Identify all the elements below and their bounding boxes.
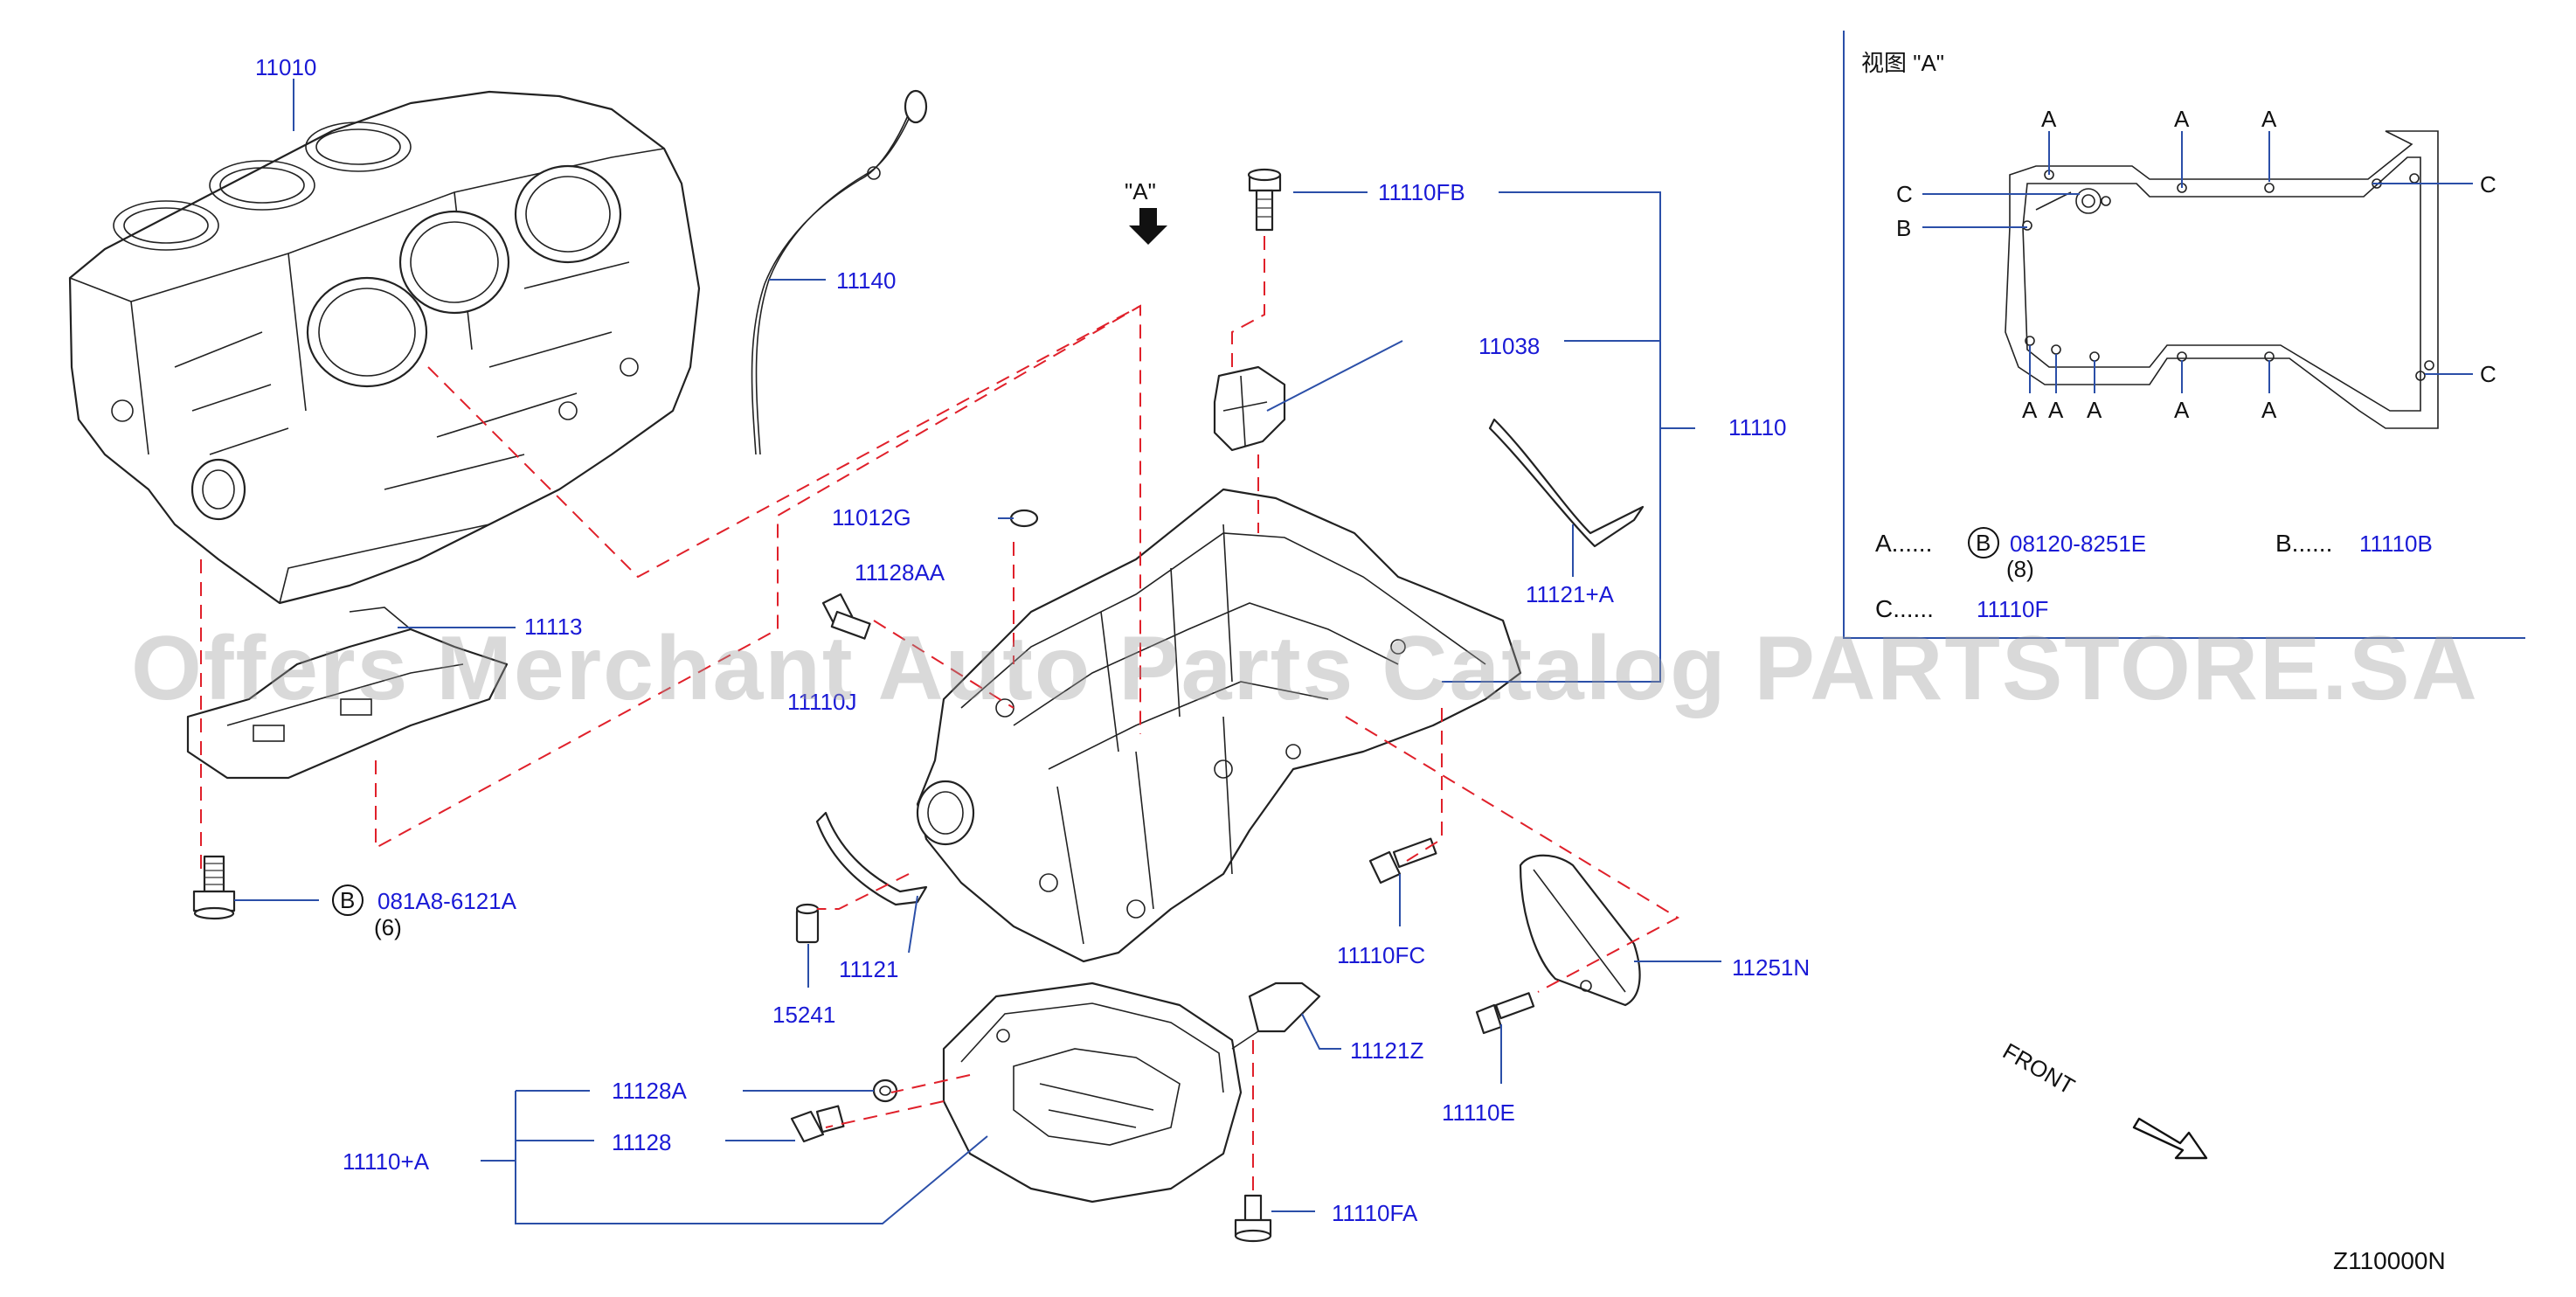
part-11113-label[interactable]: 11113: [524, 614, 583, 640]
part-11251N-label[interactable]: 11251N: [1732, 954, 1810, 981]
drain-plug-11128-illustration: [790, 1105, 845, 1143]
part-11128-label[interactable]: 11128: [612, 1129, 671, 1155]
cylinder-block-illustration: [68, 90, 701, 605]
part-11128AA-label[interactable]: 11128AA: [855, 559, 945, 586]
washer-11128A-illustration: [872, 1079, 898, 1103]
front-label: FRONT: [1998, 1037, 2080, 1099]
baffle-plate-illustration: [186, 607, 509, 780]
legend-circle-b-letter: B: [1976, 530, 1991, 556]
oil-level-gauge-illustration: [751, 89, 928, 455]
part-11110A-label[interactable]: 11110+A: [343, 1148, 430, 1175]
view-a-gasket-outline: [2005, 130, 2439, 429]
bolt-11110FC-illustration: [1368, 837, 1437, 884]
lower-oil-pan-illustration: [942, 981, 1243, 1203]
bolt-081A8-illustration: [192, 855, 236, 920]
view-a-arrow: "A": [1125, 178, 1167, 245]
part-11128A-label[interactable]: 11128A: [612, 1078, 687, 1104]
legend-b-part[interactable]: 11110B: [2359, 531, 2433, 557]
part-11110FA-label[interactable]: 11110FA: [1332, 1200, 1418, 1226]
circle-b-marker: [332, 884, 364, 916]
circle-b-letter: B: [340, 887, 355, 913]
view-a-marker-a-4: A: [2022, 397, 2038, 423]
bolt-11128AA-illustration: [821, 593, 871, 640]
part-11038-label[interactable]: 11038: [1478, 333, 1540, 359]
legend-a-prefix: A......: [1875, 530, 1932, 557]
legend-circle-b: [1968, 527, 1999, 558]
part-11140-label[interactable]: 11140: [836, 267, 896, 294]
view-a-marker-a-6: A: [2087, 397, 2102, 423]
part-081A8-6121A-label[interactable]: 081A8-6121A: [377, 888, 517, 914]
dowel-15241-illustration: [795, 903, 820, 944]
legend-a-part[interactable]: 08120-8251E: [2010, 531, 2146, 557]
part-11110-label[interactable]: 11110: [1728, 414, 1787, 440]
bolt-11110FB-illustration: [1247, 168, 1282, 232]
view-a-marker-c-3: C: [2480, 361, 2496, 387]
strainer-11121Z-illustration: [1231, 981, 1321, 1050]
view-a-marker-label: "A": [1125, 178, 1156, 205]
view-a-title: 视图 "A": [1861, 50, 1944, 76]
view-a-marker-a-3: A: [2261, 106, 2277, 132]
view-a-marker-b: B: [1896, 215, 1911, 241]
part-11110FB-label[interactable]: 11110FB: [1378, 179, 1465, 205]
leader-lines: [234, 79, 1721, 1224]
part-081A8-qty: (6): [374, 914, 402, 940]
upper-oil-pan-illustration: [916, 488, 1522, 963]
legend-c-part[interactable]: 11110F: [1977, 596, 2048, 622]
view-a-marker-a-5: A: [2048, 397, 2064, 423]
dashed-guide-lines: [200, 236, 1680, 1193]
part-labels: 11010 11140 11113 11012G 11128AA 11110J …: [255, 54, 1810, 1226]
view-a-marker-c-2: C: [2480, 171, 2496, 198]
part-11110FC-label[interactable]: 11110FC: [1337, 942, 1425, 968]
bolt-11110FA-illustration: [1234, 1194, 1272, 1243]
view-a-marker-a-7: A: [2174, 397, 2190, 423]
cover-11251N-illustration: [1519, 854, 1641, 1007]
watermark-text: Offers Merchant Auto Parts Catalog PARTS…: [131, 618, 2479, 719]
front-arrow-icon: [2132, 1117, 2208, 1160]
part-15241-label[interactable]: 15241: [772, 1002, 835, 1028]
diagram-code: Z110000N: [2333, 1247, 2446, 1274]
plug-11012G-illustration: [1009, 509, 1039, 528]
seal-11121-illustration: [815, 811, 928, 906]
legend-c-prefix: C......: [1875, 595, 1934, 622]
part-11010-label[interactable]: 11010: [255, 54, 316, 80]
legend-b-prefix: B......: [2275, 530, 2332, 557]
view-a-marker-a-2: A: [2174, 106, 2190, 132]
front-indicator: FRONT: [1998, 1037, 2208, 1160]
view-a-marker-a-8: A: [2261, 397, 2277, 423]
bolt-11110E-illustration: [1475, 992, 1535, 1035]
seal-11121A-illustration: [1488, 418, 1645, 548]
legend-a-qty: (8): [2006, 556, 2034, 582]
view-a-marker-c-1: C: [1896, 181, 1913, 207]
part-11121-label[interactable]: 11121: [839, 956, 898, 982]
part-11110J-label[interactable]: 11110J: [787, 689, 857, 715]
part-11012G-label[interactable]: 11012G: [832, 504, 911, 531]
view-a-panel: 视图 "A" A A A C B: [1843, 31, 2525, 639]
view-a-marker-a-1: A: [2041, 106, 2057, 132]
part-11110E-label[interactable]: 11110E: [1442, 1099, 1515, 1126]
part-11121Z-label[interactable]: 11121Z: [1350, 1037, 1423, 1064]
part-11121A-label[interactable]: 11121+A: [1526, 581, 1615, 607]
bracket-11038-illustration: [1213, 365, 1286, 452]
